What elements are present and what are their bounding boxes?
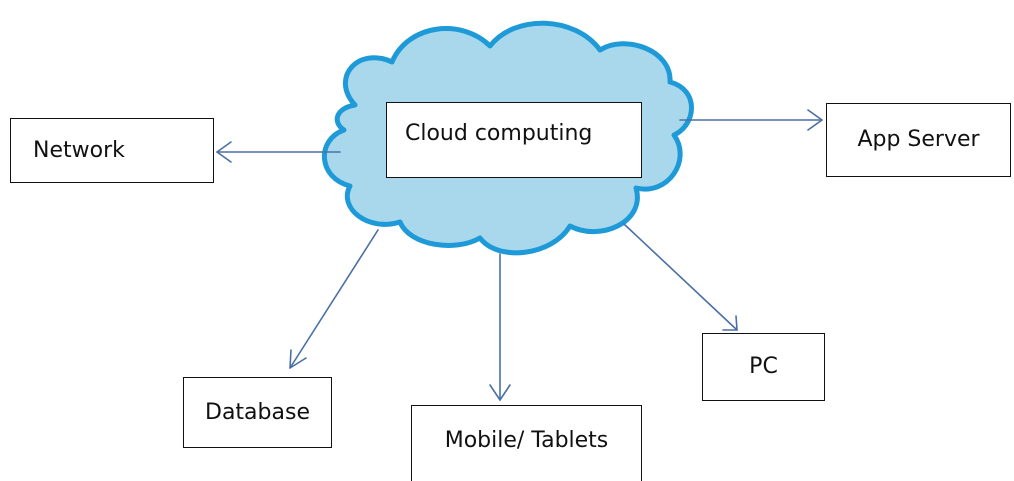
app-server-label: App Server bbox=[857, 127, 980, 152]
cloud-computing-box: Cloud computing bbox=[386, 102, 642, 178]
arrow-to-pc bbox=[623, 223, 738, 331]
pc-node: PC bbox=[702, 333, 825, 401]
network-node: Network bbox=[10, 118, 214, 183]
arrow-to-network bbox=[216, 141, 341, 163]
arrow-to-app-server bbox=[679, 109, 823, 131]
mobile-tablets-node: Mobile/ Tablets bbox=[411, 405, 642, 481]
database-node: Database bbox=[183, 377, 332, 448]
app-server-node: App Server bbox=[826, 103, 1011, 177]
database-label: Database bbox=[205, 399, 310, 425]
pc-label: PC bbox=[749, 354, 778, 379]
mobile-tablets-label: Mobile/ Tablets bbox=[444, 428, 609, 453]
arrow-to-mobile bbox=[489, 253, 511, 401]
arrow-to-database bbox=[289, 229, 379, 369]
network-label: Network bbox=[33, 137, 125, 163]
cloud-computing-label: Cloud computing bbox=[405, 121, 593, 146]
